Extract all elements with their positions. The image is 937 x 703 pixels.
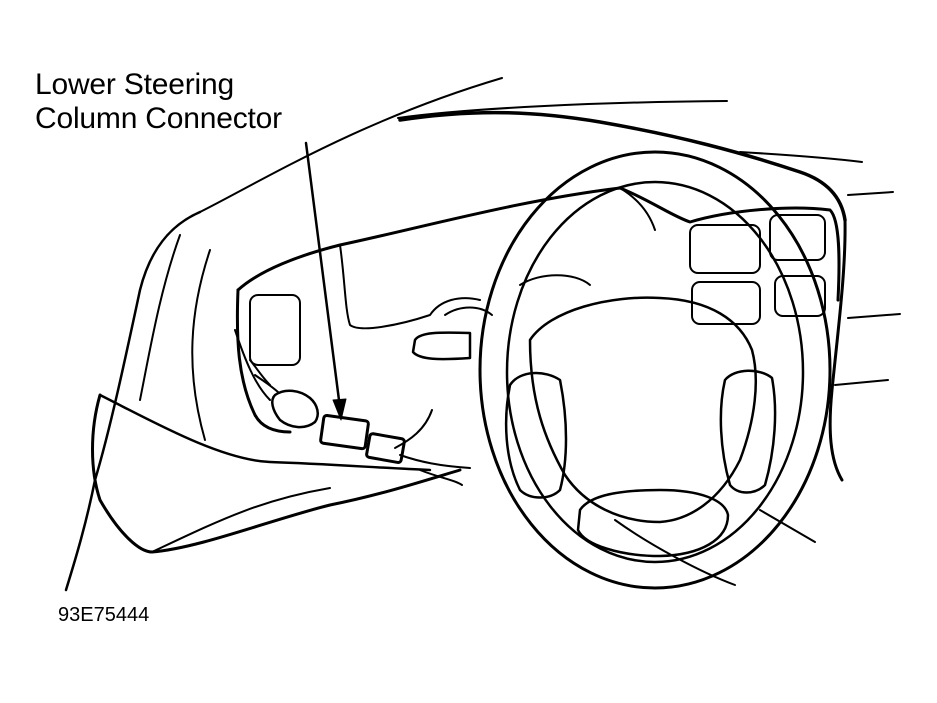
left-dash-inner [139, 234, 181, 401]
left-dash-inner-2 [191, 249, 211, 441]
center-vent-2 [769, 214, 826, 261]
dash-right-edge [828, 218, 847, 482]
figure-code: 93E75444 [58, 604, 150, 626]
hub-spoke-left [504, 371, 568, 499]
callout-line-2: Column Connector [35, 102, 282, 135]
harness-wire-2 [249, 359, 271, 386]
wiring-harness [234, 329, 271, 401]
instrument-recess-left [235, 288, 292, 434]
dash-right-lower-2 [834, 379, 889, 386]
callout-arrowhead [332, 398, 347, 421]
steering-wheel-rim-inner [505, 180, 805, 564]
windshield-line [199, 77, 503, 213]
dash-right-line [739, 151, 863, 163]
steering-column-connector [319, 413, 370, 451]
callout-label: Lower Steering Column Connector [35, 68, 282, 136]
steering-wheel-rim-outer [478, 150, 832, 590]
left-vent [249, 294, 301, 366]
harness-wire-1 [254, 374, 279, 393]
dash-top-edge [398, 110, 847, 222]
stalk-base [444, 306, 493, 316]
column-shroud [519, 274, 591, 286]
connector-tail [419, 469, 463, 486]
lower-pad-edge [151, 487, 331, 553]
harness-corrugated [271, 389, 319, 429]
steering-hub [528, 296, 757, 524]
left-dash-curve [64, 210, 202, 592]
dash-right-lower [847, 313, 901, 319]
turn-signal-stalk [411, 331, 472, 361]
steering-column-line-2 [614, 519, 736, 586]
connector-wire-2 [394, 409, 433, 449]
dash-top-line [397, 100, 728, 119]
instrument-recess-inner [339, 244, 481, 330]
steering-column-line-1 [759, 509, 816, 543]
callout-leader [304, 141, 342, 410]
hub-spoke-right [719, 369, 777, 494]
mating-connector [365, 432, 406, 464]
dash-right-line-2 [847, 191, 894, 196]
hub-spoke-bottom [576, 488, 730, 558]
center-vent-1 [689, 224, 761, 274]
instrument-recess [236, 186, 841, 302]
center-vent-4 [774, 275, 826, 317]
connector-wire [399, 454, 471, 469]
lower-pad-bottom [91, 393, 462, 554]
callout-line-1: Lower Steering [35, 68, 234, 101]
instrument-recess-inner-2 [619, 187, 656, 231]
lower-pad-top [98, 393, 432, 472]
